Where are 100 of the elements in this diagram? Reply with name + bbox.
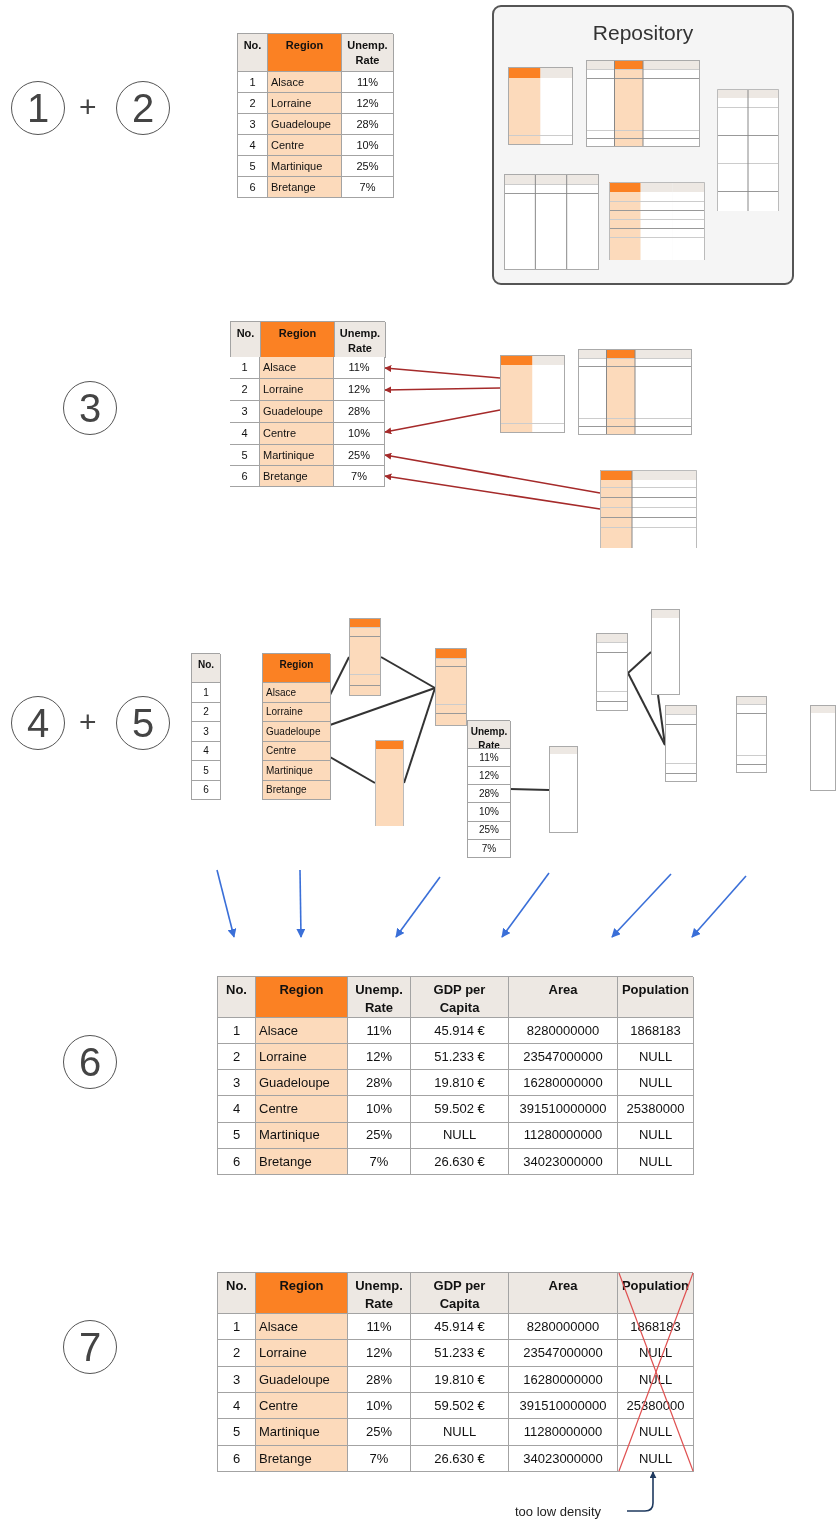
repository-panel [492, 5, 794, 285]
table-cell: 6 [218, 1148, 256, 1175]
table-cell: 45.914 € [411, 1018, 509, 1045]
table-cell: 8280000000 [509, 1314, 618, 1341]
table-cell: Martinique [260, 445, 334, 466]
table-cell: 45.914 € [411, 1314, 509, 1341]
table-cell: 2 [218, 1340, 256, 1367]
table-cell: Bretange [263, 780, 331, 800]
table-row [230, 379, 385, 401]
table-cell: Bretange [256, 1148, 348, 1175]
table-cell: Lorraine [260, 379, 334, 401]
table-cell: 11280000000 [509, 1419, 618, 1446]
column-header: Unemp. Rate [468, 721, 511, 749]
table-cell: 3 [192, 722, 221, 742]
data-table [191, 653, 220, 800]
table-cell: 1 [238, 72, 268, 93]
column-header: No. [218, 977, 256, 1018]
table-cell: 19.810 € [411, 1070, 509, 1097]
table-cell: Centre [256, 1096, 348, 1123]
table-cell: 10% [348, 1096, 411, 1123]
column-header: GDP per Capita [411, 977, 509, 1018]
table-thumbnail [609, 182, 705, 260]
table-cell: Guadeloupe [268, 114, 342, 135]
table-cell: Centre [260, 423, 334, 445]
plus-sign: + [79, 92, 97, 122]
table-cell: 59.502 € [411, 1393, 509, 1420]
arrow [384, 473, 601, 510]
table-thumbnail [549, 746, 578, 833]
table-cell: 7% [342, 177, 394, 198]
table-cell: NULL [411, 1122, 509, 1149]
table-cell: 26.630 € [411, 1148, 509, 1175]
table-cell: 28% [334, 401, 385, 423]
arrow [384, 365, 501, 379]
plus-sign: + [79, 707, 97, 737]
table-cell: 25% [348, 1419, 411, 1446]
column-header: No. [218, 1273, 256, 1314]
column-header: Region [268, 34, 342, 72]
connector-line [509, 788, 550, 791]
table-cell: 10% [334, 423, 385, 445]
table-cell: 2 [218, 1044, 256, 1071]
table-cell: 59.502 € [411, 1096, 509, 1123]
table-cell: NULL [618, 1044, 694, 1071]
table-cell: Martinique [256, 1419, 348, 1446]
table-cell: 12% [348, 1044, 411, 1071]
table-cell: Lorraine [256, 1340, 348, 1367]
column-header: Population [618, 1273, 694, 1314]
table-cell: 16280000000 [509, 1070, 618, 1097]
connector-line [329, 656, 350, 696]
table-thumbnail [586, 60, 700, 147]
table-cell: 391510000000 [509, 1096, 618, 1123]
data-table [262, 653, 330, 800]
table-cell: NULL [618, 1148, 694, 1175]
connector-line [329, 687, 436, 726]
panel-title: Repository [592, 21, 694, 45]
column-header: No. [231, 322, 261, 358]
table-thumbnail [600, 470, 697, 548]
table-thumbnail [810, 705, 836, 791]
table-cell: 12% [348, 1340, 411, 1367]
table-cell: 51.233 € [411, 1044, 509, 1071]
table-thumbnail [596, 633, 628, 711]
table-cell: 10% [468, 803, 511, 822]
data-table [467, 720, 510, 858]
column-header: Unemp. Rate [348, 1273, 411, 1314]
table-cell: 28% [342, 114, 394, 135]
table-cell: 1 [218, 1018, 256, 1045]
column-header: Unemp. Rate [342, 34, 394, 72]
column-header: Unemp. Rate [335, 322, 386, 358]
table-thumbnail [736, 696, 767, 773]
column-header: Region [263, 654, 331, 683]
table-cell: 28% [468, 785, 511, 804]
table-cell: 26.630 € [411, 1445, 509, 1472]
table-cell: 1 [192, 683, 221, 703]
annotation-text: too low density [515, 1501, 627, 1521]
table-cell: 2 [230, 379, 260, 401]
arrow [384, 452, 601, 494]
table-cell: NULL [618, 1419, 694, 1446]
column-header: Region [256, 977, 348, 1018]
arrow [626, 1471, 657, 1512]
table-row [230, 357, 385, 379]
table-cell: 4 [238, 135, 268, 156]
column-header: Region [261, 322, 335, 358]
connector-line [627, 672, 666, 746]
table-cell: 1 [230, 357, 260, 379]
table-cell: 1 [218, 1314, 256, 1341]
table-cell: 5 [238, 156, 268, 177]
table-cell: 19.810 € [411, 1366, 509, 1393]
table-cell: 11% [468, 749, 511, 768]
table-cell: 5 [230, 445, 260, 466]
table-thumbnail [508, 67, 573, 145]
table-cell: 4 [230, 423, 260, 445]
table-cell: Centre [268, 135, 342, 156]
data-table [217, 1272, 693, 1472]
table-cell: 12% [468, 767, 511, 786]
table-cell: 28% [348, 1366, 411, 1393]
table-cell: 51.233 € [411, 1340, 509, 1367]
table-thumbnail [504, 174, 599, 270]
arrow [384, 386, 501, 394]
column-header: GDP per Capita [411, 1273, 509, 1314]
table-cell: 25% [334, 445, 385, 466]
column-header: No. [238, 34, 268, 72]
